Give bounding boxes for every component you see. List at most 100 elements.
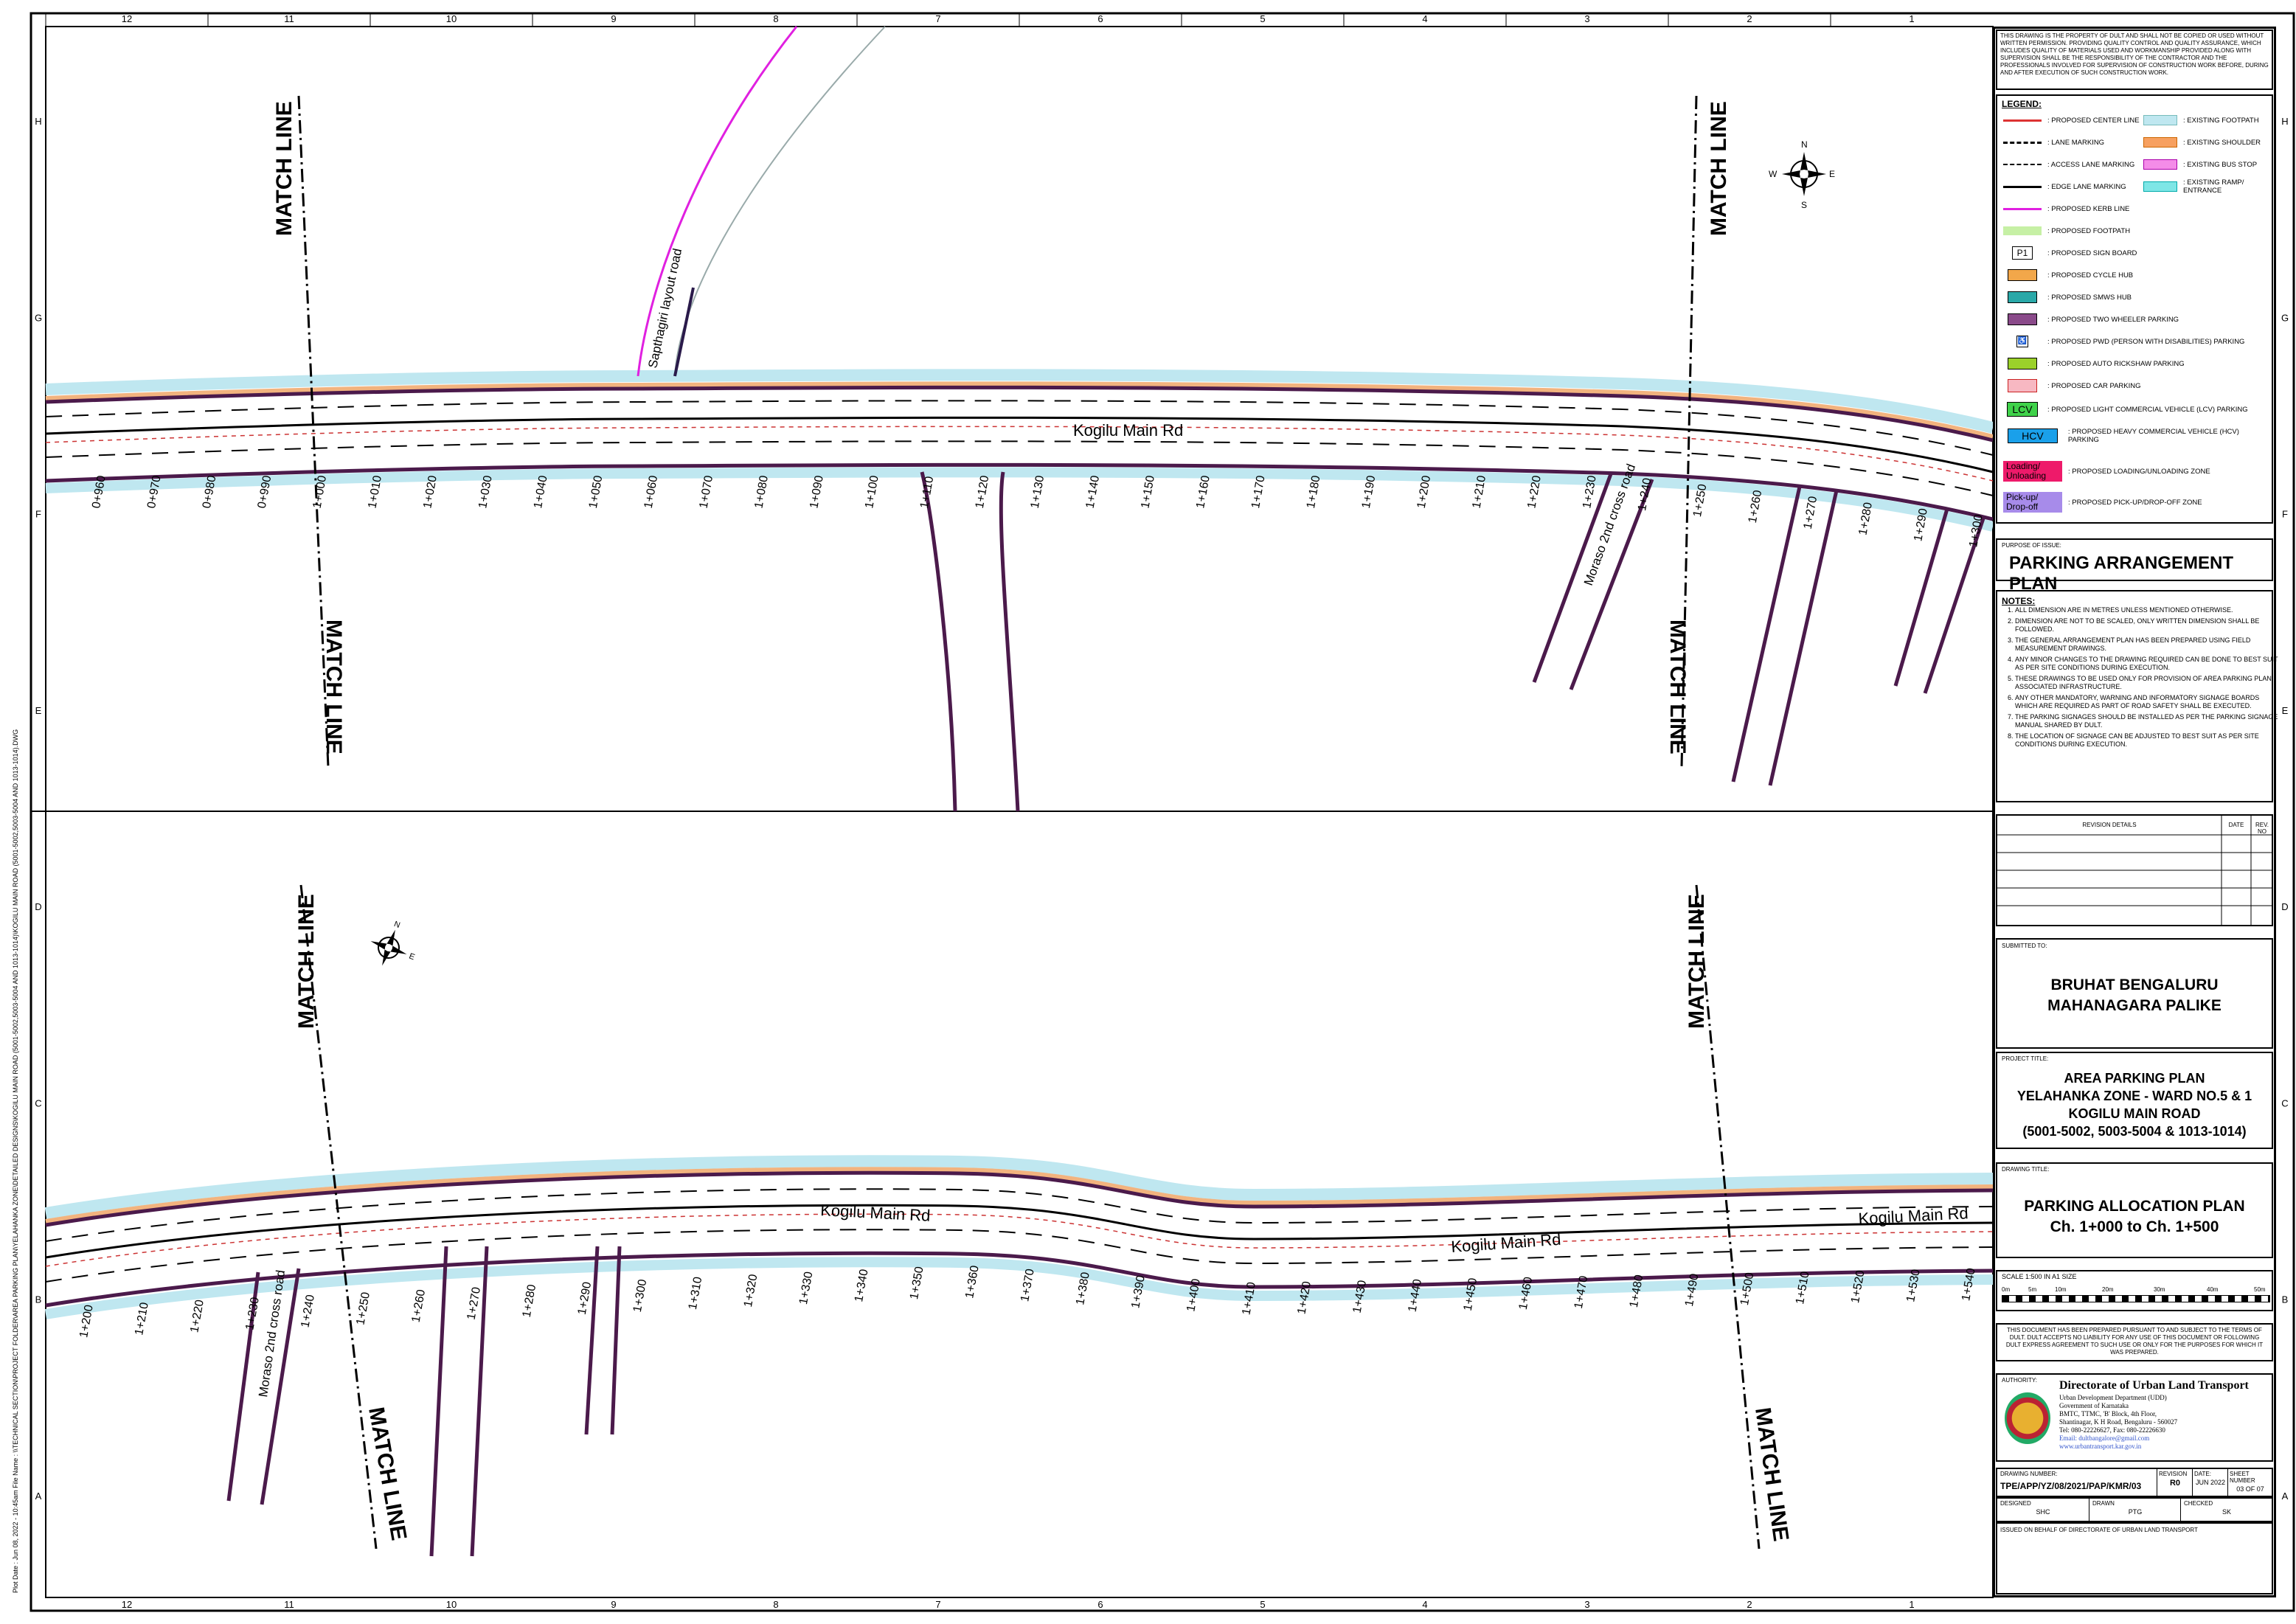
revision-label: REVISION [2159, 1471, 2188, 1477]
grid-column-label: 4 [1422, 1599, 1427, 1610]
car-parking-icon [2003, 379, 2042, 392]
note-item: ANY MINOR CHANGES TO THE DRAWING REQUIRE… [2015, 656, 2281, 672]
grid-column-label: 5 [1260, 1599, 1265, 1610]
note-item: THE GENERAL ARRANGEMENT PLAN HAS BEEN PR… [2015, 636, 2281, 653]
grid-column-label: 12 [122, 13, 132, 24]
grid-column-label: 2 [1747, 13, 1752, 24]
two-wheeler-icon [2003, 313, 2042, 325]
file-name-note: Plot Date : Jun 08, 2022 - 10:45am File … [12, 729, 19, 1593]
scale-tick: 30m [2154, 1286, 2165, 1293]
legend-label: : PROPOSED HEAVY COMMERCIAL VEHICLE (HCV… [2067, 428, 2239, 444]
disclaimer-box: THIS DRAWING IS THE PROPERTY OF DULT AND… [1996, 30, 2273, 90]
project-title-line: YELAHANKA ZONE - WARD NO.5 & 1 [2016, 1089, 2252, 1103]
moraso-top-b [1569, 479, 1654, 690]
road-right-d [1923, 516, 1986, 694]
moraso-top-a [1532, 471, 1614, 683]
compass-w: W [1769, 169, 1778, 179]
bottom-side-f [610, 1246, 622, 1435]
lcv-symbol: LCV [2003, 402, 2042, 417]
scale-bar [2002, 1295, 2270, 1302]
grid-column-label: 8 [773, 13, 778, 24]
drawn-value: PTG [2128, 1508, 2143, 1516]
side-road-north-edge [674, 26, 886, 377]
chainage-label: 1+050 [587, 474, 606, 509]
legend-item: : PROPOSED AUTO RICKSHAW PARKING [2003, 355, 2185, 372]
match-line-1 [297, 95, 330, 768]
grid-column-label: 6 [1097, 1599, 1103, 1610]
chainage-label: 1+150 [1139, 474, 1157, 509]
legend-label: : PROPOSED LIGHT COMMERCIAL VEHICLE (LCV… [2047, 405, 2248, 414]
side-road-south-b [999, 471, 1020, 812]
legend-label: : EXISTING BUS STOP [2183, 160, 2258, 169]
legend-item: : ACCESS LANE MARKING [2003, 156, 2134, 173]
revision-details-header: REVISION DETAILS [2082, 822, 2137, 828]
chainage-label: 1+090 [808, 474, 826, 509]
submitted-box: SUBMITTED TO: BRUHAT BENGALURU MAHANAGAR… [1996, 938, 2273, 1049]
legend-label: : PROPOSED PICK-UP/DROP-OFF ZONE [2068, 498, 2202, 507]
legend-item: : LANE MARKING [2003, 134, 2104, 150]
road-right-c [1893, 508, 1949, 687]
project-title-line: AREA PARKING PLAN [2064, 1071, 2205, 1086]
chainage-label: 1+340 [853, 1268, 871, 1302]
chainage-label: 1+280 [521, 1283, 539, 1318]
purpose-title: PARKING ARRANGEMENT PLAN [2009, 553, 2233, 594]
grid-column-label: 2 [1747, 1599, 1752, 1610]
top-kerb-north [45, 385, 1994, 443]
legend-title: LEGEND: [2002, 99, 2042, 109]
drawing-title-line: Ch. 1+000 to Ch. 1+500 [2050, 1218, 2219, 1235]
disclaimer-text: THIS DRAWING IS THE PROPERTY OF DULT AND… [2000, 32, 2269, 76]
hcv-symbol-text: HCV [2008, 428, 2058, 443]
legend-item: Loading/ Unloading: PROPOSED LOADING/UNL… [2003, 460, 2210, 482]
legend-box: LEGEND: : PROPOSED CENTER LINE : LANE MA… [1996, 94, 2273, 524]
scale-box: SCALE 1:500 IN A1 SIZE 0m 5m 10m 20m 30m… [1996, 1270, 2273, 1311]
chainage-label: 1+270 [1802, 495, 1820, 530]
authority-address-line: BMTC, TTMC, 'B' Block, 4th Floor, [2059, 1410, 2157, 1417]
bottom-side-c [429, 1246, 448, 1557]
grid-column-label: 7 [935, 1599, 940, 1610]
authority-email[interactable]: Email: dultbangalore@gmail.com [2059, 1434, 2150, 1442]
legend-label: : EXISTING RAMP/ ENTRANCE [2183, 178, 2244, 195]
chainage-label: 1+230 [243, 1297, 262, 1331]
legend-label: : PROPOSED SMWS HUB [2047, 293, 2132, 302]
pickup-symbol: Pick-up/ Drop-off [2003, 491, 2062, 513]
road-right-b [1768, 490, 1839, 786]
grid-row-label: D [2281, 901, 2288, 912]
drawn-col: DRAWN PTG [2089, 1499, 2181, 1521]
liability-box: THIS DOCUMENT HAS BEEN PREPARED PURSUANT… [1996, 1323, 2273, 1361]
legend-label: : PROPOSED SIGN BOARD [2047, 249, 2137, 257]
note-item: THE LOCATION OF SIGNAGE CAN BE ADJUSTED … [2015, 732, 2281, 749]
submitted-to-line-2: MAHANAGARA PALIKE [2047, 997, 2222, 1014]
legend-item: : EXISTING FOOTPATH [2143, 112, 2259, 128]
compass-n: N [1801, 139, 1808, 150]
north-arrow-star [1782, 152, 1826, 196]
bottom-shoulder-north [45, 1167, 1994, 1224]
chainage-label: 1+120 [974, 474, 992, 509]
chainage-label: 1+260 [410, 1288, 429, 1323]
legend-item: : EXISTING RAMP/ ENTRANCE [2143, 178, 2269, 195]
authority-website[interactable]: www.urbantransport.kar.gov.in [2059, 1443, 2142, 1450]
bottom-lane-3 [45, 1229, 1994, 1283]
chainage-label: 1+280 [1856, 502, 1875, 536]
designed-col: DESIGNED SHC [1997, 1499, 2089, 1521]
note-item: ANY OTHER MANDATORY, WARNING AND INFORMA… [2015, 694, 2281, 710]
bottom-footpath-north [44, 1155, 1994, 1219]
scale-tick: 5m [2028, 1286, 2037, 1293]
compass-e: E [408, 952, 416, 962]
grid-row-label: E [35, 705, 42, 716]
match-line-label: MATCH LINE [322, 620, 346, 754]
chainage-label: 1+250 [354, 1291, 372, 1326]
bottom-side-b [260, 1268, 301, 1505]
issued-text: ISSUED ON BEHALF OF DIRECTORATE OF URBAN… [2000, 1527, 2198, 1533]
side-road-north-kerb [637, 26, 798, 377]
revision-date-header: DATE [2228, 822, 2244, 828]
grid-row-label: B [35, 1294, 42, 1305]
north-arrow-top: N S E W [1769, 139, 1835, 210]
revision-col: REVISION R0 [2157, 1469, 2193, 1496]
project-label: PROJECT TITLE: [2002, 1055, 2049, 1062]
pickup-symbol-text: Pick-up/ Drop-off [2003, 492, 2062, 513]
legend-item: HCV : PROPOSED HEAVY COMMERCIAL VEHICLE (… [2003, 428, 2272, 444]
match-line-label: MATCH LINE [272, 101, 296, 236]
grid-column-label: 11 [284, 1599, 294, 1610]
existing-footpath-symbol [2143, 115, 2177, 125]
bottom-lane-1 [45, 1188, 1994, 1242]
